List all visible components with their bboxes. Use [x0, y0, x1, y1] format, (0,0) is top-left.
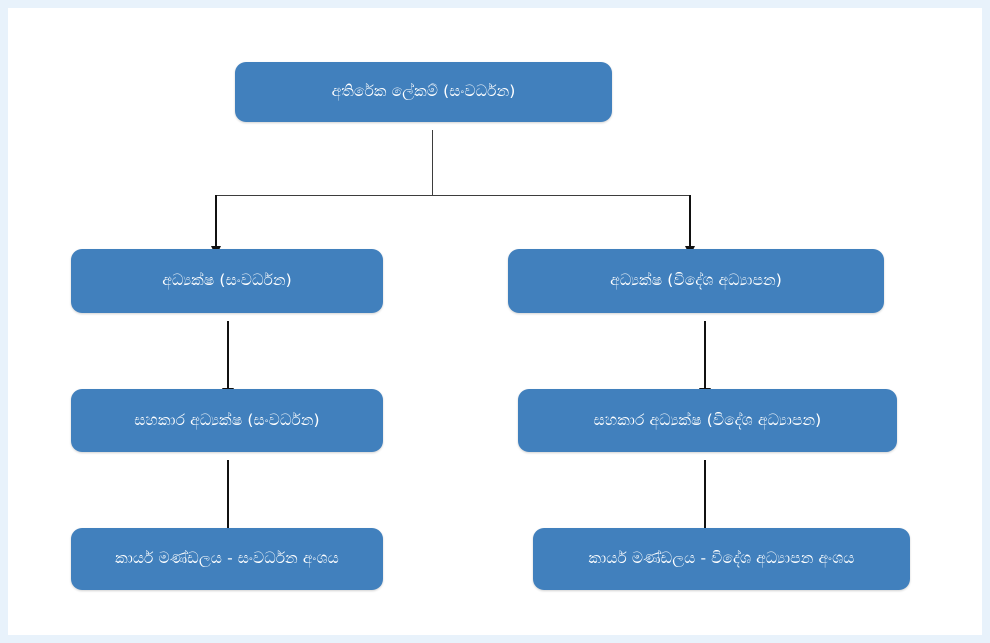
- node-label: අධ්‍යක්ෂ (සංවර්ධන): [162, 271, 292, 290]
- edge-director-foreign-education-to-assistant-director-foreign-education: [699, 321, 711, 399]
- node-additional-secretary-development[interactable]: අතිරේක ලේකම් (සංවර්ධන): [235, 62, 612, 122]
- node-staff-foreign-education-division[interactable]: කාර්ය මණ්ඩලය - විදේශ අධ්‍යාපන අංශය: [533, 528, 910, 590]
- node-label: අතිරේක ලේකම් (සංවර්ධන): [331, 82, 516, 101]
- branch-bar-line: [215, 195, 690, 196]
- edge-director-development-to-assistant-director-development: [222, 321, 234, 399]
- node-label: කාර්ය මණ්ඩලය - සංවර්ධන අංශය: [115, 549, 339, 568]
- node-director-foreign-education[interactable]: අධ්‍යක්ෂ (විදේශ අධ්‍යාපන): [508, 249, 884, 313]
- node-director-development[interactable]: අධ්‍යක්ෂ (සංවර්ධන): [71, 249, 383, 313]
- root-stem-line: [432, 130, 433, 195]
- node-label: සහකාර අධ්‍යක්ෂ (සංවර්ධන): [134, 410, 320, 429]
- node-label: කාර්ය මණ්ඩලය - විදේශ අධ්‍යාපන අංශය: [588, 549, 855, 568]
- node-label: අධ්‍යක්ෂ (විදේශ අධ්‍යාපන): [610, 271, 782, 290]
- node-assistant-director-foreign-education[interactable]: සහකාර අධ්‍යක්ෂ (විදේශ අධ්‍යාපන): [518, 389, 897, 452]
- edge-root-to-director-foreign-education: [684, 195, 695, 257]
- node-label: සහකාර අධ්‍යක්ෂ (විදේශ අධ්‍යාපන): [593, 410, 822, 429]
- edge-root-to-director-development: [210, 195, 221, 257]
- node-staff-development-division[interactable]: කාර්ය මණ්ඩලය - සංවර්ධන අංශය: [71, 528, 383, 590]
- org-chart-canvas: අතිරේක ලේකම් (සංවර්ධන) අධ්‍යක්ෂ (සංවර්ධන…: [8, 8, 982, 635]
- node-assistant-director-development[interactable]: සහකාර අධ්‍යක්ෂ (සංවර්ධන): [71, 389, 383, 452]
